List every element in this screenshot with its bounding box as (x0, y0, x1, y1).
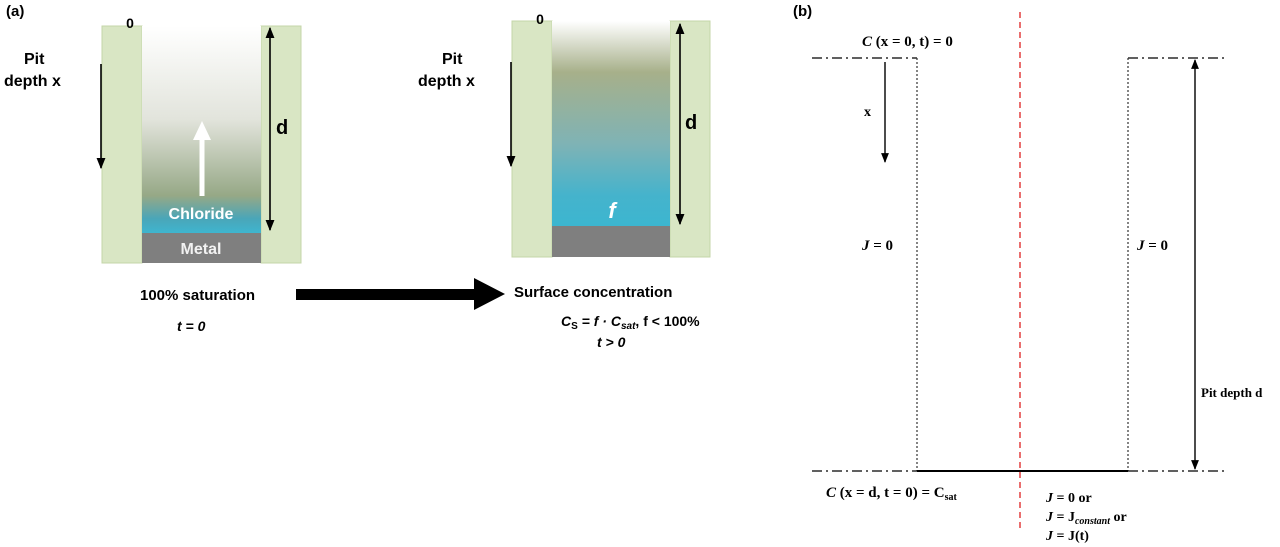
panel-b-label: (b) (793, 3, 812, 20)
right-zero-label: 0 (536, 11, 544, 27)
left-pit: Metal Chloride 0 d (96, 15, 302, 264)
f-label: f (608, 198, 618, 223)
right-flux-label: J = 0 (1136, 238, 1168, 254)
bottom-flux-option-3: J = J(t) (1045, 529, 1089, 544)
right-pit-left-wall (511, 20, 553, 258)
bottom-flux-option-1: J = 0 or (1045, 491, 1092, 506)
right-pit-right-wall (669, 20, 711, 258)
right-time: t > 0 (597, 334, 626, 350)
left-pit-right-wall (260, 25, 302, 264)
right-pit-depth-line1: Pit (442, 51, 463, 68)
left-caption: 100% saturation (140, 287, 255, 304)
chloride-label: Chloride (169, 206, 234, 223)
top-boundary-condition: C (x = 0, t) = 0 (862, 34, 953, 50)
right-d-label: d (685, 112, 697, 134)
left-zero-label: 0 (126, 15, 134, 31)
process-arrow-head (474, 278, 505, 310)
left-pit-depth-line2: depth x (4, 73, 61, 90)
metal-label: Metal (181, 241, 222, 258)
left-pit-metal (142, 233, 261, 263)
left-pit-depth-line1: Pit (24, 51, 45, 68)
x-label: x (864, 105, 871, 120)
left-time: t = 0 (177, 318, 206, 334)
left-pit-left-wall (101, 25, 143, 264)
bottom-boundary-condition: C (x = d, t = 0) = Csat (826, 485, 957, 503)
right-pit-metal (552, 226, 670, 257)
right-pit-solution (552, 21, 670, 226)
left-flux-label: J = 0 (861, 238, 893, 254)
right-pit: f 0 d (506, 11, 711, 258)
process-arrow-shaft (296, 289, 476, 300)
panel-a-label: (a) (6, 3, 24, 20)
bottom-flux-option-2: J = Jconstant or (1045, 510, 1127, 527)
chloride-arrow-head (193, 121, 211, 140)
pit-depth-d-label: Pit depth d (1201, 385, 1263, 400)
right-pit-depth-line2: depth x (418, 73, 475, 90)
right-caption: Surface concentration (514, 284, 672, 301)
surface-concentration-equation: CS = f · Csat, f < 100% (561, 313, 700, 332)
left-d-label: d (276, 117, 288, 139)
